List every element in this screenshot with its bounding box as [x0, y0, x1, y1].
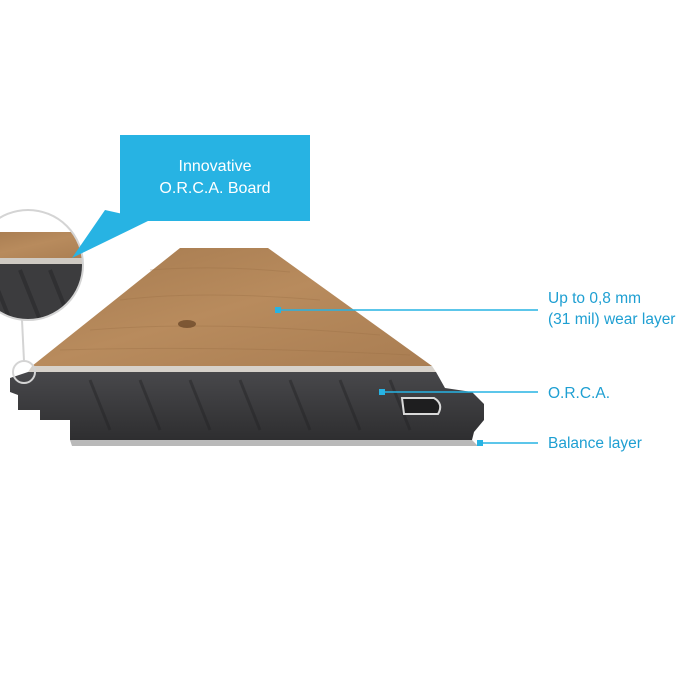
- callout-line-2: O.R.C.A. Board: [159, 180, 271, 197]
- wood-grain: [59, 267, 411, 356]
- balance-layer: [70, 440, 478, 446]
- leader-lines: [275, 307, 538, 446]
- wear-layer-edge: [28, 366, 436, 372]
- wear-layer-label-line-2: (31 mil) wear layer: [548, 311, 676, 328]
- core-texture: [88, 379, 412, 431]
- callout-box: Innovative O.R.C.A. Board: [120, 135, 310, 221]
- click-lock-groove: [400, 397, 442, 415]
- zoom-detail: [0, 210, 83, 320]
- wear-layer-label: Up to 0,8 mm (31 mil) wear layer: [548, 288, 675, 330]
- wear-layer-label-line-1: Up to 0,8 mm: [548, 290, 642, 307]
- orca-core: [10, 372, 484, 440]
- wood-knot: [178, 320, 196, 328]
- wood-wear-layer-surface: [32, 248, 432, 366]
- callout-pointer: [72, 210, 150, 258]
- zoom-connector-line: [21, 319, 25, 362]
- callout-line-1: Innovative: [178, 158, 252, 175]
- balance-layer-label: Balance layer: [548, 435, 642, 452]
- zoom-circle-icon: [0, 209, 84, 321]
- orca-label: O.R.C.A.: [548, 385, 611, 402]
